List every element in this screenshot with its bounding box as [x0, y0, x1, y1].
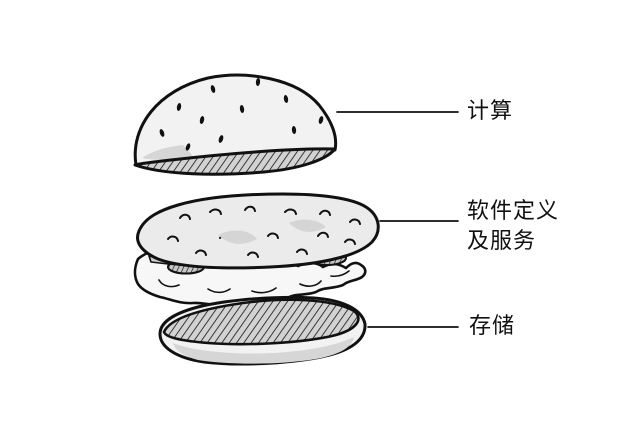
software-defined-label-line-1: 软件定义: [467, 199, 560, 224]
compute-label: 计算: [467, 99, 514, 124]
patty-icon: [133, 192, 380, 307]
lettuce-wrinkles: [158, 270, 350, 294]
bottom-bun-cut-face: [162, 298, 360, 346]
storage-label: 存储: [469, 314, 516, 339]
top-bun-cut-face: [133, 147, 337, 176]
callout-lines: [336, 111, 459, 328]
top-bun-shadow: [142, 145, 193, 160]
patty-top: [136, 192, 380, 270]
top-bun-icon: [133, 73, 338, 176]
bottom-bun-icon: [158, 295, 367, 366]
software-defined-label-line-2: 及服务: [467, 229, 537, 254]
bottom-bun-shadow: [173, 337, 354, 364]
software-defined-label: 软件定义 及服务: [467, 197, 559, 257]
sesame-seeds: [159, 78, 324, 151]
patty-shading: [218, 219, 326, 244]
